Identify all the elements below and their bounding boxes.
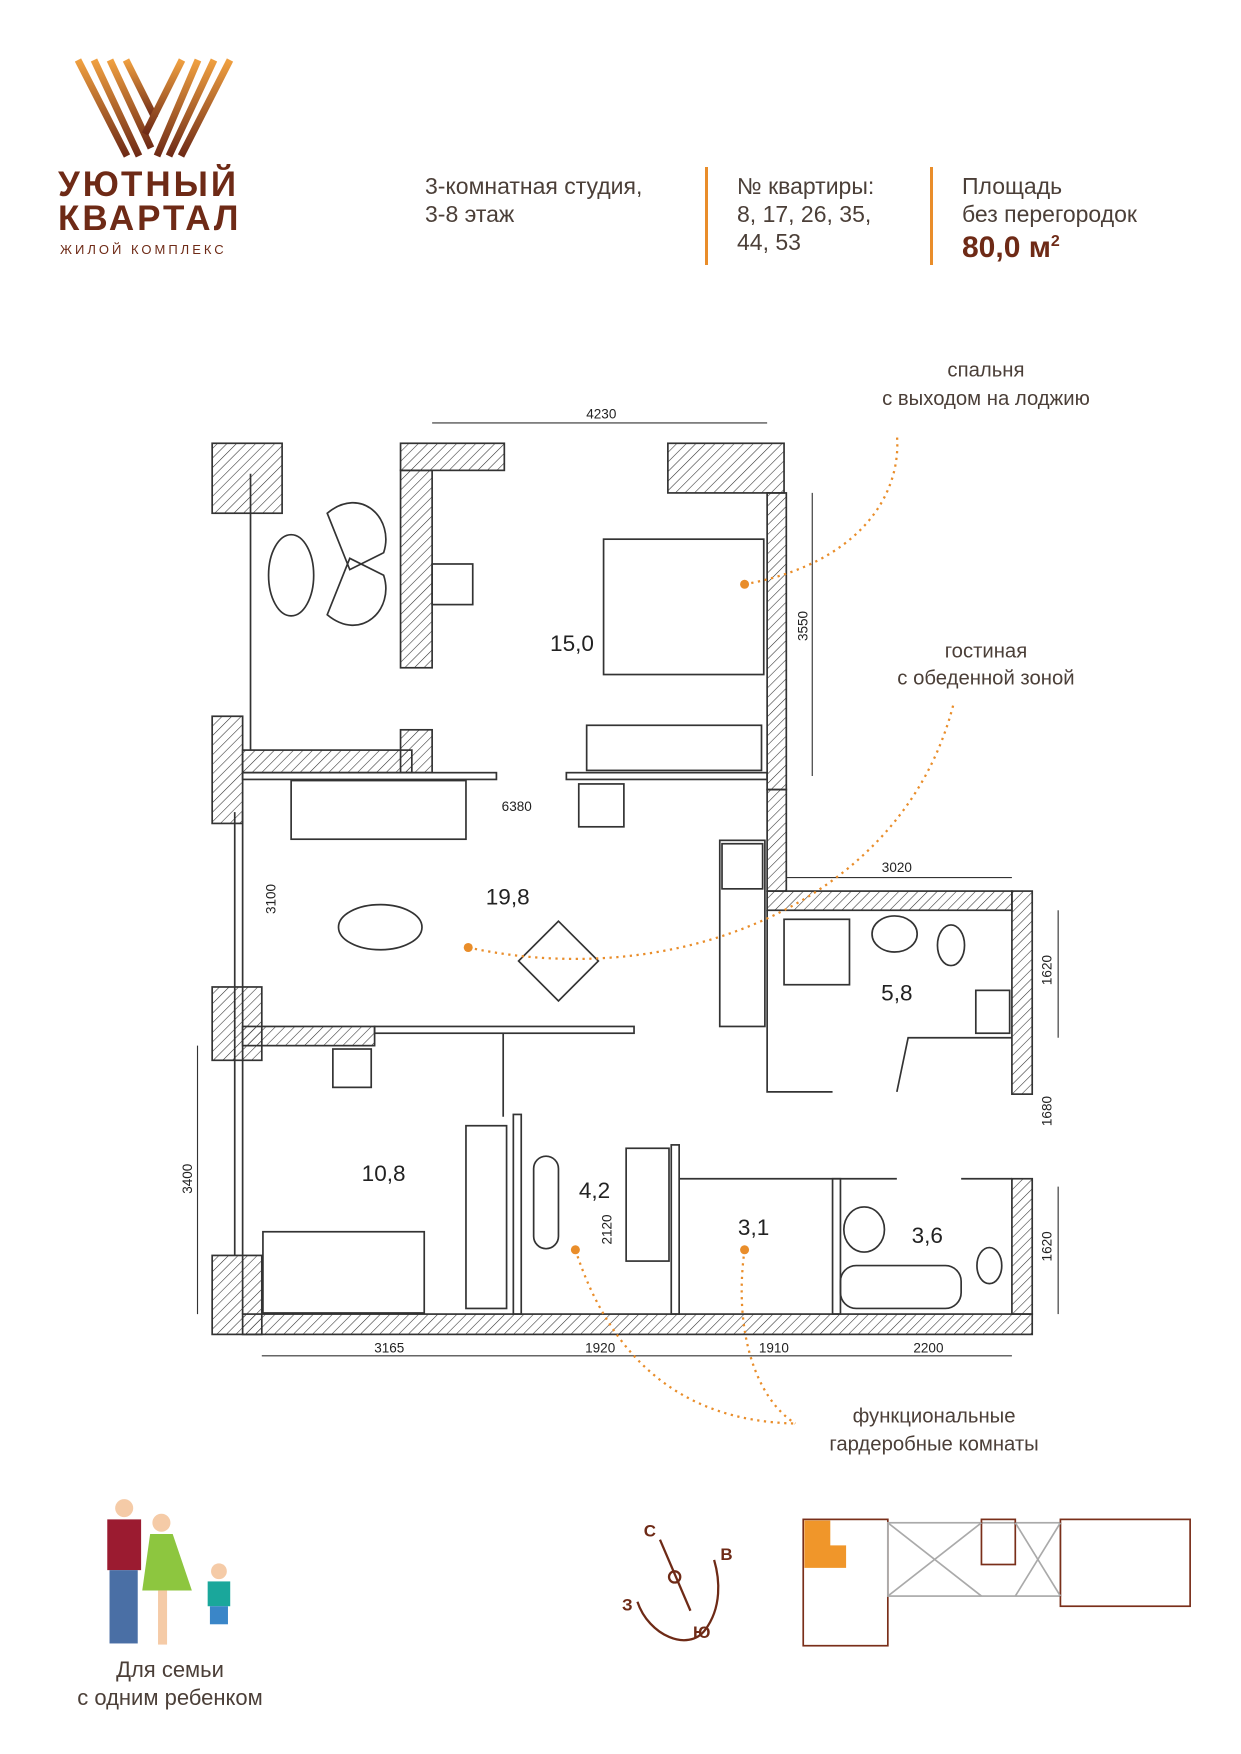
brand-name-line2: КВАРТАЛ [58, 199, 242, 238]
dim-b1: 3165 [374, 1340, 404, 1355]
brand-subtitle: ЖИЛОЙ КОМПЛЕКС [60, 242, 227, 257]
divider [705, 167, 708, 265]
area-label-line1: Площадь [962, 173, 1063, 199]
divider [930, 167, 933, 265]
dimensions: 4230 3550 6380 3100 3020 1620 1680 1620 … [180, 406, 1059, 1357]
apartments-line1: 8, 17, 26, 35, [737, 201, 872, 227]
compass-east: В [720, 1545, 732, 1564]
apartment-numbers: № квартиры: 8, 17, 26, 35, 44, 53 [737, 172, 874, 256]
bed-kids [262, 1230, 426, 1314]
apartment-type: 3-комнатная студия, 3-8 этаж [425, 172, 642, 228]
type-line2: 3-8 этаж [425, 201, 515, 227]
dim-middle: 6380 [502, 799, 532, 814]
dim-bath-v1: 1620 [1039, 955, 1054, 985]
dim-top: 4230 [586, 406, 616, 421]
annotation-wardrobe-1: функциональные [853, 1405, 1016, 1427]
dim-kids: 3400 [180, 1164, 195, 1194]
callout-lines [467, 434, 955, 1425]
compass-west: З [622, 1596, 633, 1615]
compass-north: С [644, 1521, 656, 1540]
building-key-plan [802, 1518, 1191, 1647]
family-caption-line2: с одним ребенком [77, 1685, 263, 1710]
room-area-bath2: 3,6 [912, 1223, 943, 1248]
logo [74, 58, 235, 158]
compass-icon: С В З Ю [622, 1521, 733, 1642]
annotation-bedroom-1: спальня [947, 360, 1024, 382]
annotation-living-2: с обеденной зоной [897, 668, 1074, 690]
family-illustration-icon [107, 1499, 231, 1645]
area-value: 80,0 м2 [962, 228, 1137, 264]
area-label-line2: без перегородок [962, 201, 1137, 227]
room-area-kids: 10,8 [362, 1161, 406, 1186]
room-area-wardrobe2: 3,1 [738, 1215, 769, 1240]
family-caption: Для семьи с одним ребенком [20, 1656, 320, 1712]
walls [211, 442, 1034, 1336]
brand-name-line1: УЮТНЫЙ [58, 165, 240, 204]
dim-wardrobe: 2120 [599, 1214, 614, 1244]
area-number: 80,0 м [962, 231, 1051, 264]
bed [602, 538, 765, 676]
room-area-wardrobe1: 4,2 [579, 1178, 610, 1203]
compass-south: Ю [693, 1623, 710, 1642]
area-unit-sup: 2 [1050, 233, 1060, 250]
apartments-line2: 44, 53 [737, 229, 801, 255]
dim-living: 3100 [263, 884, 278, 914]
apartments-label: № квартиры: [737, 173, 875, 199]
annotation-bedroom-2: с выходом на лоджию [882, 388, 1090, 410]
room-area-bath1: 5,8 [881, 981, 912, 1006]
logo-mark-icon [74, 58, 234, 158]
area-info: Площадь без перегородок 80,0 м2 [962, 172, 1137, 264]
partitions [233, 473, 1012, 1315]
highlighted-apartment [804, 1520, 847, 1568]
furniture [262, 501, 1011, 1314]
dim-b2: 1920 [585, 1340, 615, 1355]
family-caption-line1: Для семьи [116, 1657, 224, 1682]
room-area-bedroom: 15,0 [550, 631, 594, 656]
dim-bath-top: 3020 [882, 860, 912, 875]
type-line1: 3-комнатная студия, [425, 173, 643, 199]
callout-dots [463, 579, 750, 1255]
dim-hall: 1680 [1039, 1096, 1054, 1126]
room-areas: 15,0 19,8 10,8 4,2 3,1 3,6 5,8 [362, 631, 943, 1248]
dim-b4: 2200 [913, 1340, 943, 1355]
dim-b3: 1910 [759, 1340, 789, 1355]
dim-bath-v2: 1620 [1039, 1231, 1054, 1261]
annotation-living-1: гостиная [945, 641, 1028, 663]
annotations: спальня с выходом на лоджию гостиная с о… [829, 360, 1089, 1456]
room-area-living: 19,8 [486, 885, 530, 910]
annotation-wardrobe-2: гардеробные комнаты [829, 1434, 1038, 1456]
dim-bedroom: 3550 [796, 611, 811, 641]
